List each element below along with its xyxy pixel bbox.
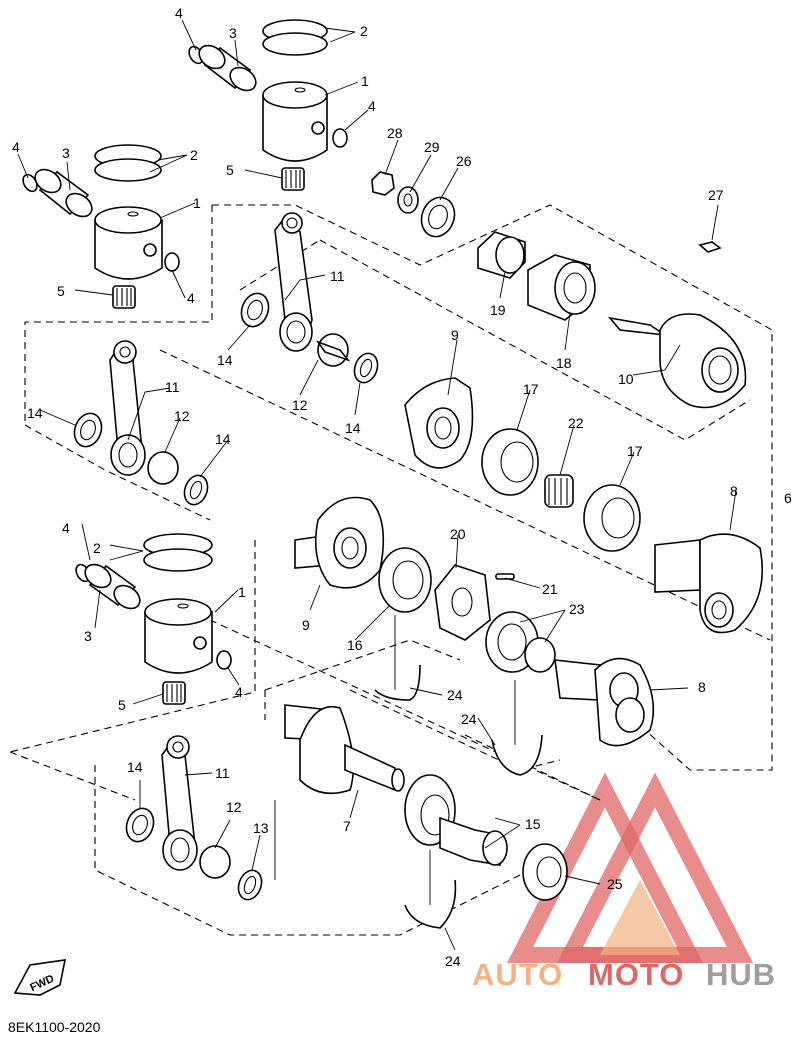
piston-group-c: [75, 533, 232, 705]
callout-7: 7: [343, 818, 351, 834]
callout-2: 2: [360, 23, 368, 39]
callout-11: 11: [330, 268, 345, 284]
callout-11: 11: [165, 379, 180, 395]
crank-end-assembly: [371, 171, 747, 409]
callout-28: 28: [387, 125, 403, 141]
callout-5: 5: [226, 162, 234, 178]
callout-29: 29: [424, 139, 440, 155]
callout-1: 1: [361, 73, 369, 89]
callout-3: 3: [62, 145, 70, 161]
brand-part2: MOTO: [588, 957, 684, 992]
conrod-b: [73, 340, 209, 506]
fwd-arrow-icon: FWD: [13, 959, 67, 996]
callout-2: 2: [93, 540, 101, 556]
callout-12: 12: [292, 397, 308, 413]
group-outlines: [9, 204, 773, 936]
callout-14: 14: [215, 431, 231, 447]
callout-4: 4: [368, 98, 376, 114]
callout-21: 21: [542, 581, 558, 597]
callout-8: 8: [730, 483, 738, 499]
callout-13: 13: [253, 820, 269, 836]
callout-15: 15: [525, 816, 541, 832]
callout-17: 17: [523, 381, 539, 397]
callout-11: 11: [215, 765, 230, 781]
callout-9: 9: [302, 617, 310, 633]
middle-crank-row: [294, 377, 763, 747]
callout-4: 4: [62, 520, 70, 536]
callout-25: 25: [607, 876, 623, 892]
callout-27: 27: [708, 187, 724, 203]
callout-14: 14: [127, 759, 143, 775]
callout-5: 5: [57, 283, 65, 299]
callout-12: 12: [174, 408, 190, 424]
callout-1: 1: [193, 195, 201, 211]
callout-24: 24: [447, 687, 463, 703]
callout-5: 5: [118, 697, 126, 713]
leader-lines: [17, 19, 737, 951]
lower-crank-row: [284, 704, 568, 901]
callout-19: 19: [490, 302, 506, 318]
callout-24: 24: [445, 953, 461, 969]
callout-12: 12: [226, 799, 242, 815]
diagram-code: 8EK1100-2020: [8, 1019, 101, 1035]
callout-9: 9: [451, 327, 459, 343]
callout-16: 16: [347, 637, 363, 653]
brand-part1: AUTO: [472, 957, 563, 992]
piston-group-b: [22, 144, 180, 309]
callout-14: 14: [27, 405, 43, 421]
callout-1: 1: [238, 584, 246, 600]
callout-labels: 4 3 2 1 4 5 28 29 26 27 4 3 2 1 4 5 11 1…: [12, 5, 792, 969]
callout-10: 10: [618, 371, 634, 387]
brand-part3: HUB: [706, 957, 776, 992]
conrod-a: [240, 212, 379, 384]
callout-22: 22: [568, 415, 584, 431]
callout-14: 14: [345, 420, 361, 436]
callout-26: 26: [456, 153, 472, 169]
callout-4: 4: [235, 684, 243, 700]
callout-17: 17: [627, 443, 643, 459]
callout-6: 6: [784, 490, 792, 506]
callout-24: 24: [461, 711, 477, 727]
callout-4: 4: [187, 290, 195, 306]
callout-3: 3: [229, 25, 237, 41]
conrod-c: [125, 735, 263, 901]
callout-8: 8: [698, 679, 706, 695]
callout-3: 3: [84, 628, 92, 644]
callout-4: 4: [175, 5, 183, 21]
circlips: [374, 664, 543, 929]
callout-20: 20: [450, 526, 466, 542]
piston-group-a: [188, 19, 348, 191]
callout-2: 2: [190, 147, 198, 163]
callout-23: 23: [569, 601, 585, 617]
callout-18: 18: [556, 355, 572, 371]
brand-logo-text: AUTO MOTO HUB: [472, 957, 776, 992]
callout-4: 4: [12, 139, 20, 155]
callout-14: 14: [217, 352, 233, 368]
